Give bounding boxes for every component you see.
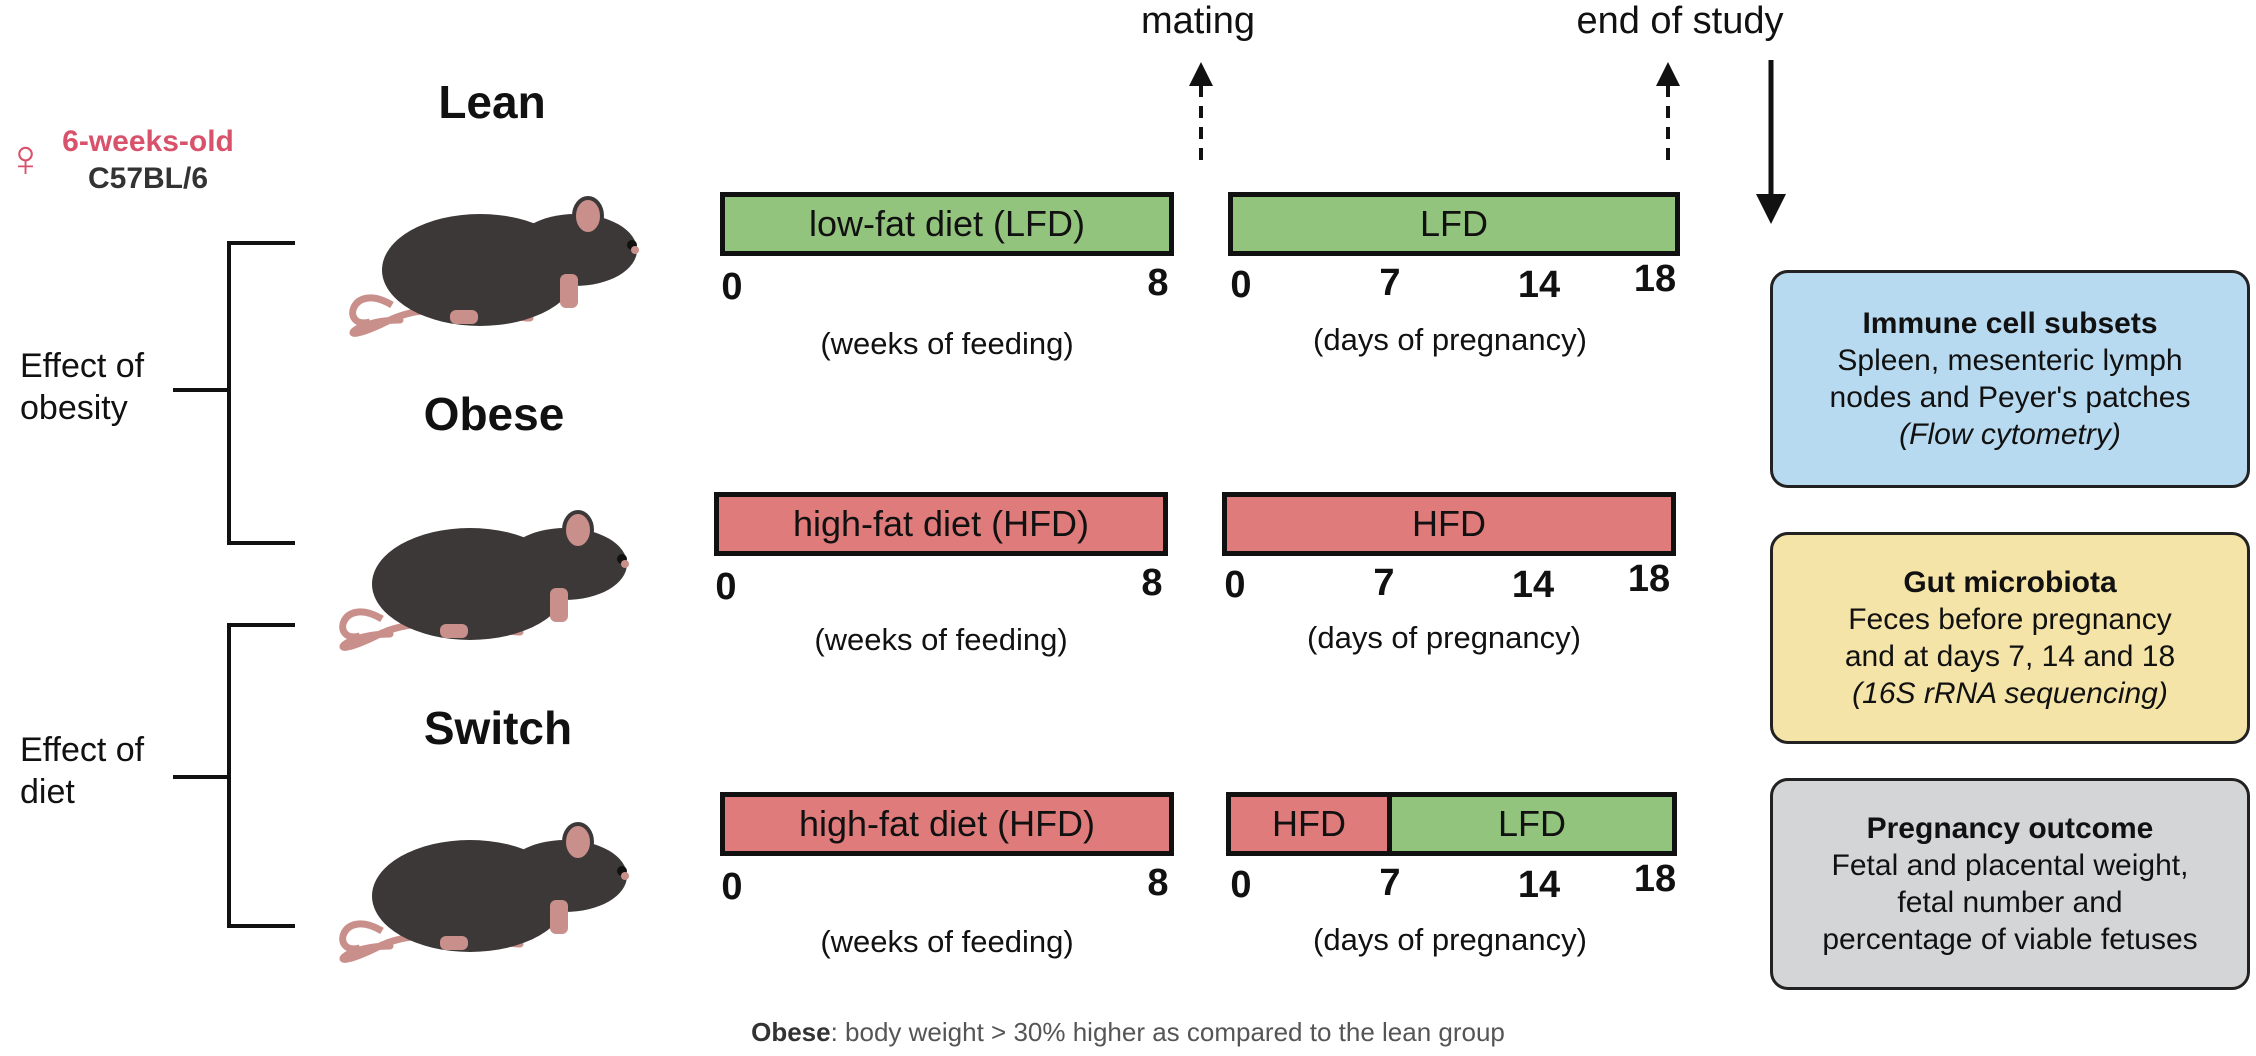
weeks-of-feeding-label: (weeks of feeding): [820, 924, 1074, 959]
panel-method: (16S rRNA sequencing): [1852, 677, 2168, 711]
tick-label: 0: [721, 266, 743, 308]
bracket-icon: [173, 241, 295, 545]
subject-strain: C57BL/6: [87, 161, 209, 195]
tick-label: 14: [1517, 264, 1561, 306]
tick-label: 0: [1230, 864, 1252, 906]
tick-label: 0: [1224, 564, 1246, 606]
group-title-switch: Switch: [423, 702, 573, 754]
mating-label: mating: [1140, 0, 1256, 42]
subject-age: 6-weeks-old: [62, 125, 234, 158]
tick-label: 8: [1147, 262, 1169, 304]
panel-title: Pregnancy outcome: [1866, 811, 2154, 845]
tick-label: 0: [715, 566, 737, 608]
days-of-pregnancy-label: (days of pregnancy): [1307, 620, 1581, 655]
tick-label: 18: [1633, 258, 1677, 300]
obese-prefeeding-bar: high-fat diet (HFD): [714, 492, 1168, 556]
switch-prefeeding-bar: high-fat diet (HFD): [720, 792, 1174, 856]
mouse-icon: [339, 822, 629, 963]
bracket-icon: [173, 623, 295, 928]
tick-label: 18: [1633, 858, 1677, 900]
tick-label: 14: [1511, 564, 1555, 606]
panel-method: (Flow cytometry): [1899, 418, 2121, 452]
footnote-term: Obese: [751, 1017, 831, 1047]
group-title-obese: Obese: [423, 388, 565, 440]
footnote-text: : body weight > 30% higher as compared t…: [830, 1017, 1505, 1047]
tick-label: 7: [1379, 862, 1401, 904]
panel-line: percentage of viable fetuses: [1822, 923, 2198, 957]
tick-label: 7: [1379, 262, 1401, 304]
lean-pregnancy-bar: LFD: [1228, 192, 1680, 256]
lean-prefeeding-bar: low-fat diet (LFD): [720, 192, 1174, 256]
panel-line: nodes and Peyer's patches: [1829, 381, 2191, 414]
gut-microbiota-panel: Gut microbiota Feces before pregnancy an…: [1770, 532, 2250, 744]
weeks-of-feeding-label: (weeks of feeding): [820, 326, 1074, 361]
mouse-icon: [339, 510, 629, 651]
dashed-arrow-up-icon: [1656, 62, 1680, 160]
strain-age: 6-weeks-old C57BL/6: [62, 124, 234, 197]
obese-pregnancy-bar: HFD: [1222, 492, 1676, 556]
days-of-pregnancy-label: (days of pregnancy): [1313, 922, 1587, 957]
panel-line: fetal number and: [1897, 886, 2123, 919]
panel-title: Immune cell subsets: [1862, 306, 2158, 340]
switch-pregnancy-hfd-segment: HFD: [1226, 792, 1392, 856]
mouse-icon: [349, 196, 639, 337]
pregnancy-outcome-panel: Pregnancy outcome Fetal and placental we…: [1770, 778, 2250, 990]
panel-line: Spleen, mesenteric lymph: [1837, 343, 2183, 377]
tick-label: 8: [1147, 862, 1169, 904]
panel-title: Gut microbiota: [1903, 565, 2117, 599]
tick-label: 0: [1230, 264, 1252, 306]
arrow-down-icon: [1756, 60, 1786, 224]
tick-label: 7: [1373, 562, 1395, 604]
footnote: Obese: body weight > 30% higher as compa…: [751, 1017, 1505, 1048]
tick-label: 18: [1627, 558, 1671, 600]
days-of-pregnancy-label: (days of pregnancy): [1313, 322, 1587, 357]
panel-line: Feces before pregnancy: [1848, 602, 2172, 636]
female-symbol-icon: ♀: [6, 130, 45, 188]
switch-pregnancy-lfd-segment: LFD: [1387, 792, 1677, 856]
effect-of-diet-label: Effect of diet: [20, 731, 145, 811]
effect-of-obesity-label: Effect of obesity: [20, 347, 145, 427]
tick-label: 14: [1517, 864, 1561, 906]
group-title-lean: Lean: [438, 76, 546, 128]
end-of-study-label: end of study: [1576, 0, 1784, 42]
immune-cell-panel: Immune cell subsets Spleen, mesenteric l…: [1770, 270, 2250, 488]
tick-label: 0: [721, 866, 743, 908]
tick-label: 8: [1141, 562, 1163, 604]
weeks-of-feeding-label: (weeks of feeding): [814, 622, 1068, 657]
dashed-arrow-up-icon: [1189, 62, 1213, 160]
panel-line: Fetal and placental weight,: [1831, 848, 2189, 882]
panel-line: and at days 7, 14 and 18: [1844, 640, 2176, 673]
